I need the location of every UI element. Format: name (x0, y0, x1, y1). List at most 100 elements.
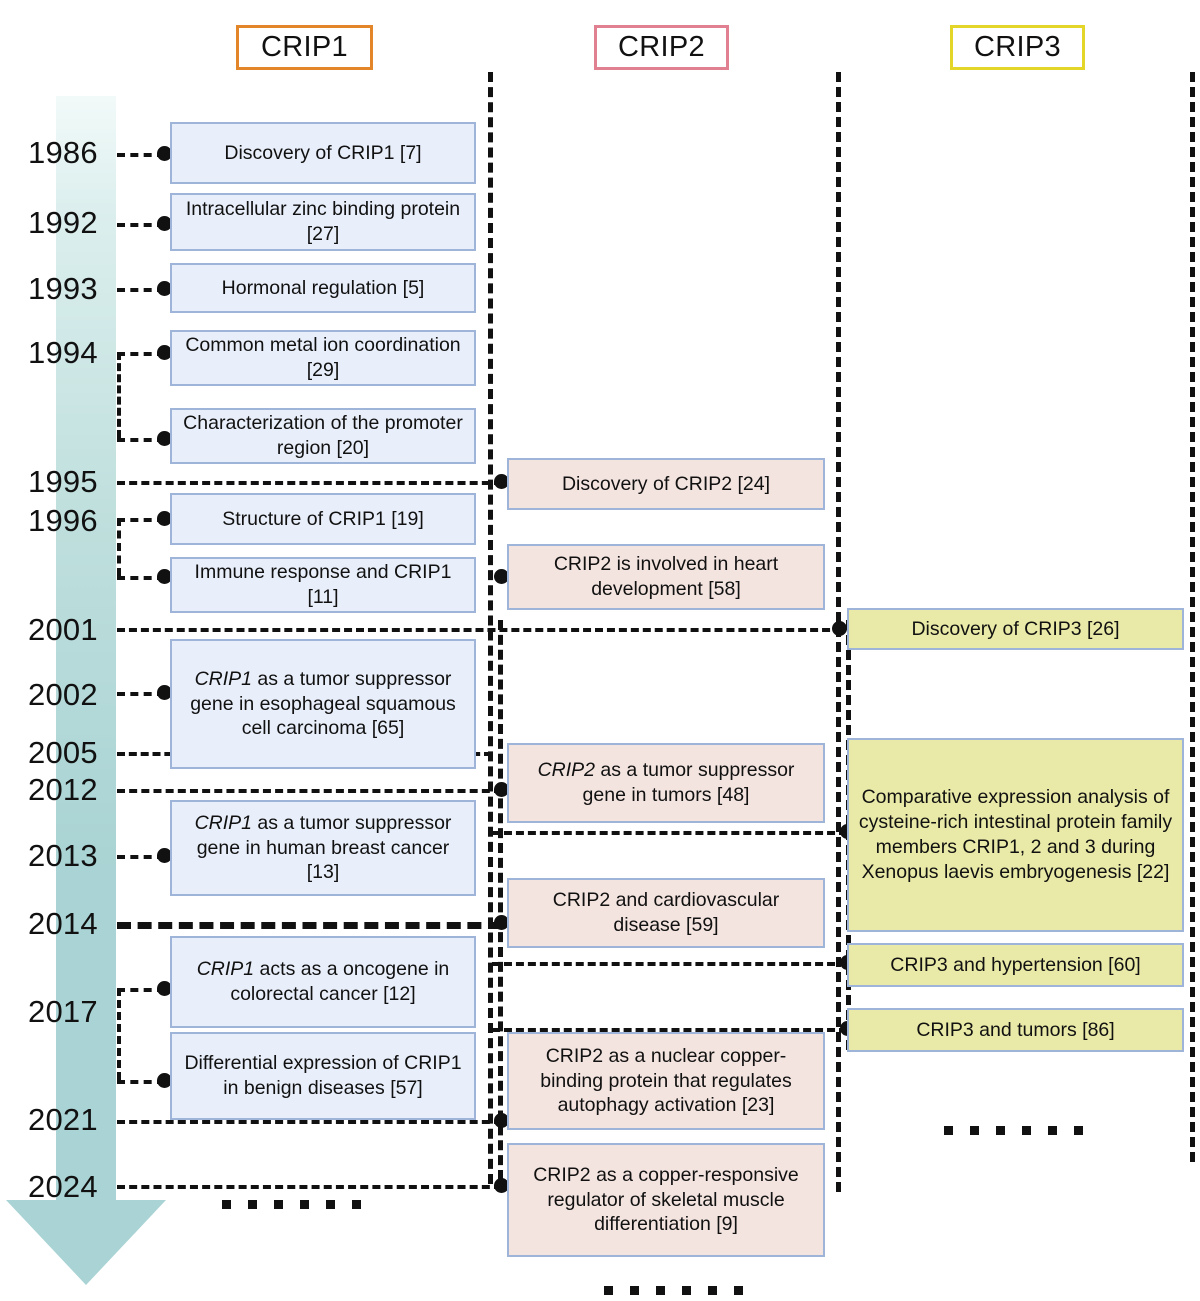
event-box-crip2-2024[interactable]: CRIP2 as a copper-responsive regulator o… (507, 1143, 825, 1257)
ellipsis-crip1 (222, 1200, 361, 1209)
year-label-1996: 1996 (28, 503, 98, 538)
year-label-2014: 2014 (28, 906, 98, 941)
connector-1986 (117, 153, 165, 157)
event-text: as a tumor suppressor gene in tumors [48… (582, 759, 795, 806)
node-dot-1992 (157, 216, 172, 231)
node-dot-2017b (157, 1073, 172, 1088)
event-box-crip3-2014[interactable]: CRIP3 and hypertension [60] (847, 943, 1184, 987)
connector-2017-elbow-v (117, 988, 121, 1080)
year-label-1994: 1994 (28, 335, 98, 370)
event-text: Characterization of the promoter region … (183, 412, 463, 459)
connector-2001-long (117, 628, 842, 632)
connector-1992 (117, 223, 165, 227)
event-box-crip2-1996[interactable]: CRIP2 is involved in heart development [… (507, 544, 825, 610)
event-text: as a tumor suppressor gene in human brea… (196, 811, 452, 884)
year-label-2002: 2002 (28, 677, 98, 712)
column-divider-right (1190, 72, 1195, 1162)
event-text-italic: CRIP1 (194, 811, 252, 834)
connector-1996b (117, 576, 165, 580)
event-text: Differential expression of CRIP1 in beni… (184, 1052, 462, 1099)
timeline-arrow-shaft (56, 96, 116, 1204)
event-box-crip1-1993[interactable]: Hormonal regulation [5] (170, 263, 476, 313)
node-dot-1993 (157, 281, 172, 296)
connector-2017a (117, 988, 165, 992)
event-text-italic: CRIP2 (537, 759, 595, 782)
ellipsis-crip3 (944, 1126, 1083, 1135)
event-box-crip1-1996-immune[interactable]: Immune response and CRIP1 [11] (170, 557, 476, 613)
event-text: Discovery of CRIP3 [26] (911, 617, 1120, 640)
event-text: Common metal ion coordination [29] (185, 334, 461, 381)
event-text: acts as a oncogene in colorectal cancer … (230, 958, 450, 1005)
year-label-2024: 2024 (28, 1169, 98, 1204)
event-box-crip1-2017-oncogene[interactable]: CRIP1 acts as a oncogene in colorectal c… (170, 936, 476, 1028)
connector-2024-long (117, 1185, 502, 1189)
column-header-crip2: CRIP2 (594, 25, 729, 70)
node-dot-2013 (157, 848, 172, 863)
connector-crip2-crip3-2014 (492, 962, 847, 966)
event-text: Discovery of CRIP2 [24] (561, 472, 771, 495)
event-box-crip1-1992[interactable]: Intracellular zinc binding protein [27] (170, 193, 476, 251)
event-text: as a tumor suppressor gene in esophageal… (190, 667, 456, 740)
event-box-crip1-2017-benign[interactable]: Differential expression of CRIP1 in beni… (170, 1032, 476, 1120)
event-text: Hormonal regulation [5] (221, 276, 425, 299)
connector-1994a (117, 352, 165, 356)
column-divider-1b (498, 620, 503, 1180)
node-dot-crip2-2021 (494, 1113, 509, 1128)
node-dot-crip2-2012 (494, 782, 509, 797)
event-text: CRIP2 is involved in heart development [… (553, 553, 779, 600)
event-box-crip2-2014[interactable]: CRIP2 and cardiovascular disease [59] (507, 878, 825, 948)
connector-2012-long (117, 789, 502, 793)
event-text: Intracellular zinc binding protein [27] (185, 198, 461, 245)
event-text: Discovery of CRIP1 [7] (224, 141, 422, 164)
node-dot-crip2-1996 (494, 569, 509, 584)
node-dot-1996b (157, 569, 172, 584)
node-dot-1994b (157, 431, 172, 446)
event-box-crip3-2017[interactable]: CRIP3 and tumors [86] (847, 1008, 1184, 1052)
event-box-crip1-1986[interactable]: Discovery of CRIP1 [7] (170, 122, 476, 184)
column-header-crip1-label: CRIP1 (261, 31, 348, 63)
event-text: Structure of CRIP1 [19] (222, 507, 424, 530)
year-label-2013: 2013 (28, 838, 98, 873)
connector-1994-elbow-v (117, 352, 121, 438)
node-dot-2002 (157, 685, 172, 700)
connector-1996-elbow-v (117, 518, 121, 576)
event-box-crip3-2001[interactable]: Discovery of CRIP3 [26] (847, 608, 1184, 650)
column-header-crip2-label: CRIP2 (618, 31, 705, 63)
column-header-crip3: CRIP3 (950, 25, 1085, 70)
connector-1995-long (117, 481, 502, 485)
node-dot-1986 (157, 146, 172, 161)
connector-2021-long (117, 1120, 502, 1124)
node-dot-crip3-2001 (832, 621, 847, 636)
year-label-2001: 2001 (28, 612, 98, 647)
year-label-1992: 1992 (28, 205, 98, 240)
event-box-crip1-1994-metal[interactable]: Common metal ion coordination [29] (170, 330, 476, 386)
node-dot-crip2-2024 (494, 1178, 509, 1193)
event-box-crip1-2002[interactable]: CRIP1 as a tumor suppressor gene in esop… (170, 639, 476, 769)
year-label-2005: 2005 (28, 735, 98, 770)
event-box-crip1-2013[interactable]: CRIP1 as a tumor suppressor gene in huma… (170, 800, 476, 896)
connector-2002 (117, 692, 165, 696)
event-box-crip2-2021[interactable]: CRIP2 as a nuclear copper-binding protei… (507, 1032, 825, 1130)
year-label-1986: 1986 (28, 135, 98, 170)
column-header-crip1: CRIP1 (236, 25, 373, 70)
event-box-crip2-2012[interactable]: CRIP2 as a tumor suppressor gene in tumo… (507, 743, 825, 823)
event-box-crip1-1994-promoter[interactable]: Characterization of the promoter region … (170, 408, 476, 464)
connector-1993 (117, 288, 165, 292)
timeline-arrow-head (6, 1200, 166, 1285)
year-label-1993: 1993 (28, 271, 98, 306)
node-dot-1996a (157, 511, 172, 526)
event-text: Immune response and CRIP1 [11] (194, 561, 452, 608)
year-label-2021: 2021 (28, 1102, 98, 1137)
event-box-crip2-1995[interactable]: Discovery of CRIP2 [24] (507, 458, 825, 510)
event-box-crip3-2013[interactable]: Comparative expression analysis of cyste… (847, 738, 1184, 932)
ellipsis-crip2 (604, 1286, 743, 1295)
event-text-italic: CRIP1 (196, 958, 255, 981)
node-dot-2017a (157, 981, 172, 996)
event-box-crip1-1996-structure[interactable]: Structure of CRIP1 [19] (170, 493, 476, 545)
event-text: CRIP2 as a copper-responsive regulator o… (533, 1163, 799, 1236)
event-text-italic: CRIP1 (194, 667, 252, 690)
event-text: Comparative expression analysis of cyste… (858, 786, 1173, 883)
year-label-1995: 1995 (28, 464, 98, 499)
connector-1996a (117, 518, 165, 522)
year-label-2012: 2012 (28, 772, 98, 807)
